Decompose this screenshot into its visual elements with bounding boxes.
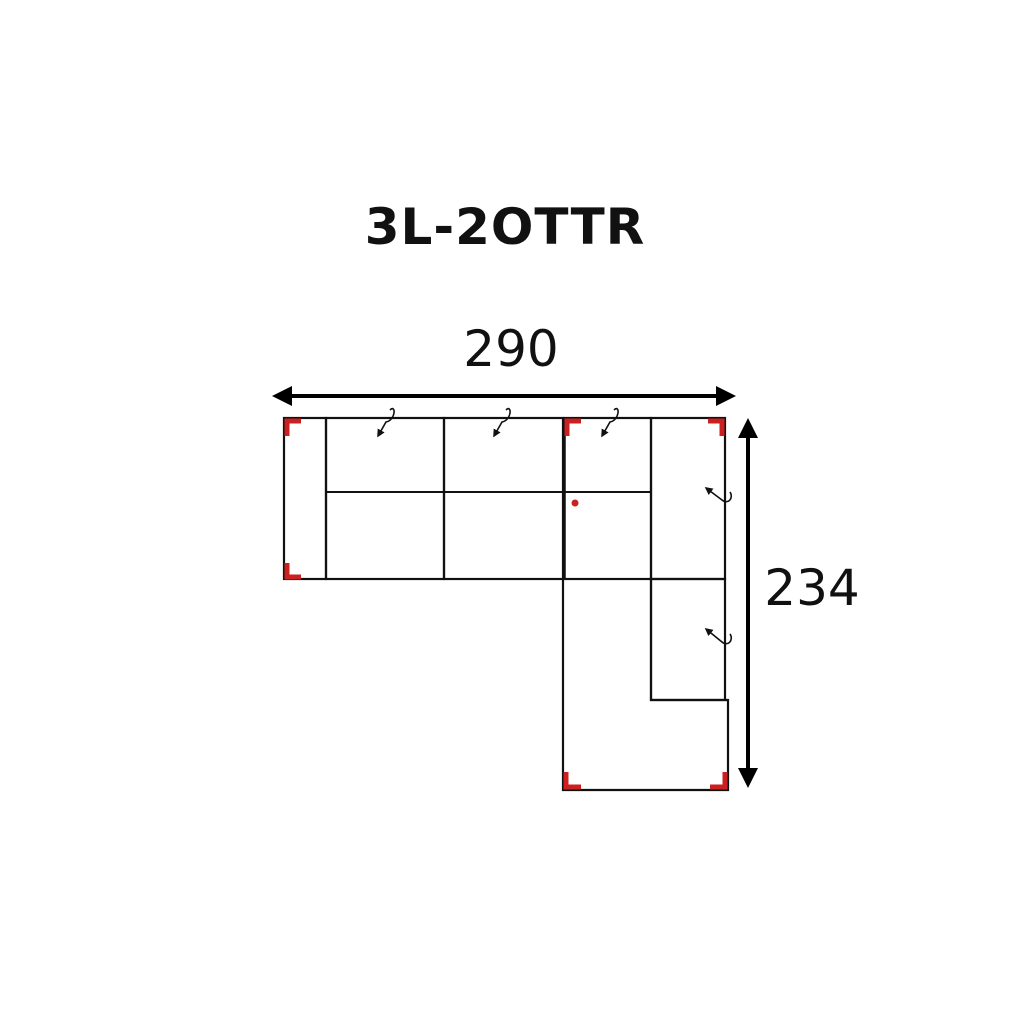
corner-bracket-icon — [284, 563, 301, 580]
corner-markers — [284, 418, 728, 790]
seat-3 — [562, 416, 653, 581]
curved-arrow-icon — [493, 407, 511, 438]
left-armrest — [282, 416, 328, 581]
corner-bracket-icon — [563, 772, 581, 790]
curved-arrow-icon — [704, 627, 733, 645]
width-dimension-label: 290 — [463, 320, 558, 378]
chaise-section — [561, 579, 730, 792]
model-title: 3L-2OTTR — [364, 198, 646, 256]
width-dimension: 290 — [272, 320, 736, 406]
recline-indicators — [377, 407, 733, 645]
corner-bracket-icon — [564, 418, 581, 436]
depth-dimension-label: 234 — [764, 559, 859, 617]
sofa-layout — [282, 416, 730, 792]
corner-bracket-icon — [710, 772, 728, 790]
depth-dimension: 234 — [738, 418, 860, 788]
seat-2 — [442, 416, 565, 581]
connection-point-marker — [571, 499, 579, 507]
curved-arrow-icon — [704, 487, 733, 503]
curved-arrow-icon — [601, 407, 619, 438]
curved-arrow-icon — [377, 407, 395, 438]
seat-1 — [324, 416, 446, 581]
corner-bracket-icon — [284, 418, 301, 436]
corner-seat — [649, 416, 727, 581]
chaise-backrest — [649, 577, 727, 702]
corner-bracket-icon — [708, 418, 725, 436]
